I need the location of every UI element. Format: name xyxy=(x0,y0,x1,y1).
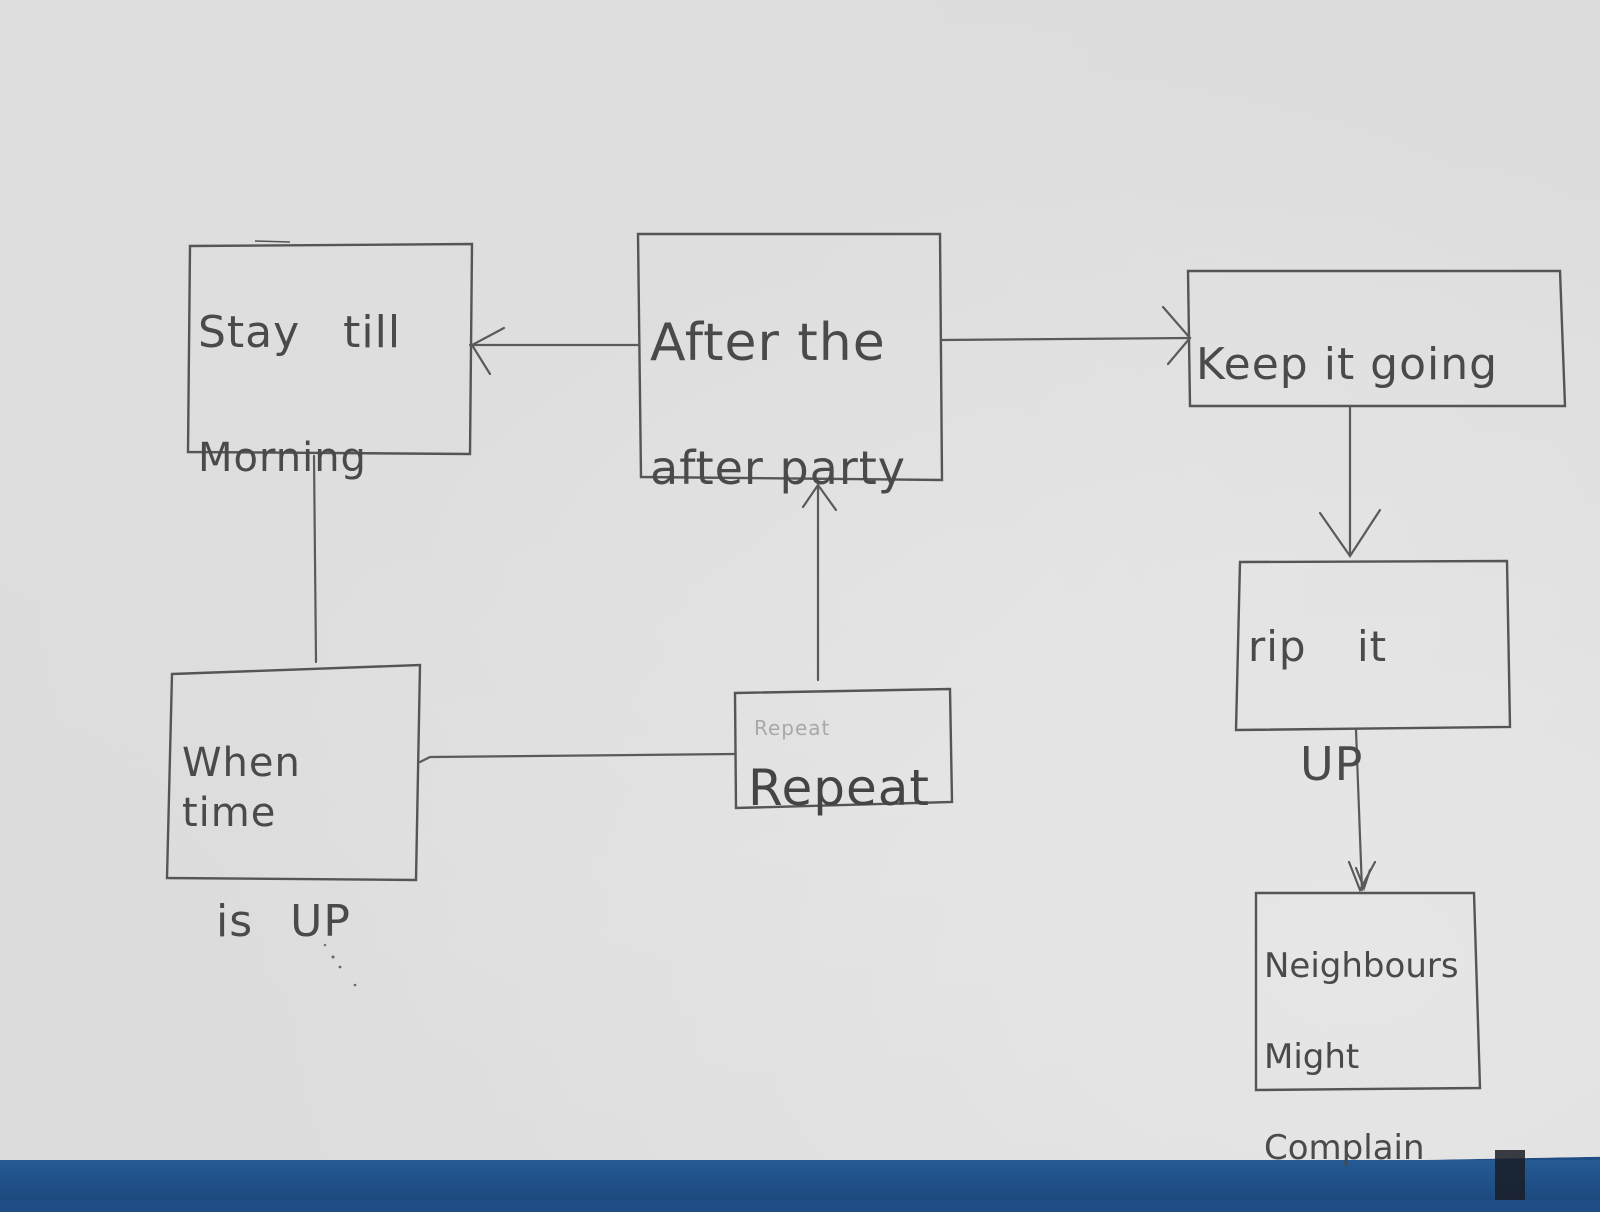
node-repeat-line1: Repeat xyxy=(748,759,931,817)
node-neighbours-might-complain: Neighbours Might Complain xyxy=(1264,902,1474,1212)
node-rip-it-up-line1: rip it xyxy=(1248,621,1388,671)
edge-after-party-to-stay-till-morning xyxy=(468,326,640,376)
edge-after-party-to-keep-it-going xyxy=(940,305,1192,366)
node-stay-till-morning: Stay till Morning xyxy=(198,250,468,538)
node-when-time-line2: is UP xyxy=(216,896,351,947)
desk-shadow xyxy=(1495,1150,1525,1200)
node-when-time-line1: When time xyxy=(182,740,301,836)
node-after-party-line2: after party xyxy=(650,441,907,495)
node-repeat-erased-text: Repeat xyxy=(754,716,831,740)
edge-keep-it-going-to-rip-it-up xyxy=(1318,404,1382,558)
stray-pencil-dots xyxy=(323,943,357,987)
node-box-rip-it-up xyxy=(1234,559,1512,732)
edge-rip-it-up-to-neighbours xyxy=(1347,728,1377,893)
node-box-after-the-after-party xyxy=(636,232,944,482)
edge-when-time-is-up-to-repeat xyxy=(418,752,737,764)
edge-stay-till-morning-to-when-time-is-up xyxy=(312,454,318,664)
node-when-time-is-up: When time is UP xyxy=(182,688,422,999)
node-box-stay-till-morning xyxy=(186,240,474,456)
node-neighbours-line2: Might xyxy=(1264,1036,1360,1077)
node-neighbours-line1: Neighbours xyxy=(1264,945,1459,986)
node-stay-till-morning-line1: Stay till xyxy=(198,307,402,358)
node-box-keep-it-going xyxy=(1186,269,1567,408)
node-box-neighbours-might-complain xyxy=(1254,891,1482,1092)
node-rip-it-up-line2: UP xyxy=(1300,736,1364,791)
node-keep-it-going: Keep it going xyxy=(1196,282,1556,447)
node-rip-it-up: rip it UP xyxy=(1248,568,1498,846)
node-neighbours-line3: Complain xyxy=(1264,1127,1425,1168)
node-box-when-time-is-up xyxy=(165,663,422,882)
node-after-party-line1: After the xyxy=(650,312,886,373)
node-repeat: Repeat Repeat xyxy=(748,696,948,840)
node-after-the-after-party: After the after party xyxy=(650,248,940,560)
node-stay-till-morning-line2: Morning xyxy=(198,435,367,481)
node-keep-it-going-line1: Keep it going xyxy=(1196,339,1499,390)
edge-repeat-to-after-party xyxy=(801,483,838,682)
desk-surface xyxy=(0,1160,1600,1200)
node-box-repeat xyxy=(733,687,954,810)
